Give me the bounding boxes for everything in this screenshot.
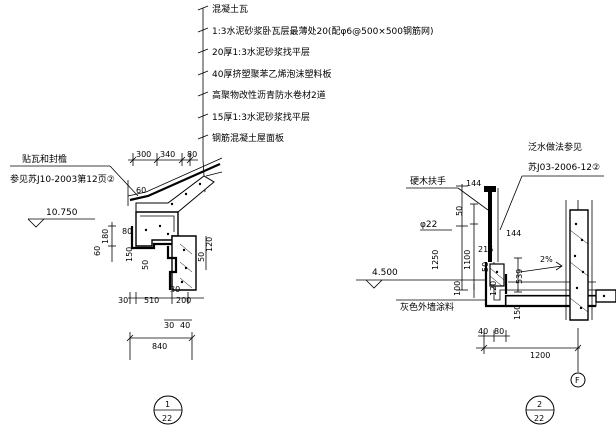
elevation-4500: 4.500 <box>372 268 398 278</box>
axis-label-f: F <box>575 376 580 385</box>
dim-60-left: 60 <box>93 246 102 256</box>
dim-50-inner: 50 <box>481 262 490 272</box>
dim-30-top-col: 30 <box>170 285 180 294</box>
detail-tag-1: 1 22 <box>153 395 183 425</box>
dim-30-bottom: 30 <box>118 296 128 305</box>
layer-label-1: 混凝土瓦 <box>212 3 248 15</box>
dim-40-lower: 40 <box>180 321 190 330</box>
exterior-wall-paint: 灰色外墙涂料 <box>400 301 454 313</box>
bottom-dimension-chain: 30 510 200 30 30 40 840 <box>118 285 204 360</box>
slope-2-percent: 2% <box>540 255 553 264</box>
dim-100: 100 <box>453 281 462 296</box>
dim-80: 80 <box>187 150 197 159</box>
grid-axis-f: F <box>570 360 586 388</box>
flashing-note-line-2: 苏J03-2006-12② <box>528 161 600 173</box>
detail-1-roof-eave: 混凝土瓦 1:3水泥砂浆卧瓦层最薄处20(配φ6@500×500钢筋网) 20厚… <box>10 3 434 425</box>
left-vertical-dims: 80 60 180 150 50 50 120 <box>93 222 214 270</box>
dim-120: 120 <box>489 281 498 296</box>
railing-vertical-dims: 144 50 φ22 1250 1100 <box>420 179 481 291</box>
layer-label-6: 15厚1:3水泥砂浆找平层 <box>212 111 310 123</box>
dim-840: 840 <box>152 342 167 351</box>
railing-diameter: φ22 <box>420 220 437 230</box>
detail-2-sheet: 22 <box>534 414 544 423</box>
eave-note-title: 贴瓦和封檐 <box>22 153 67 165</box>
railing-post <box>484 186 499 262</box>
dim-510: 510 <box>144 296 159 305</box>
elevation-10750: 10.750 <box>46 208 78 218</box>
detail-tag-2: 2 22 <box>525 395 555 425</box>
elevation-marker-10750: 10.750 <box>27 208 95 228</box>
dim-340: 340 <box>160 150 175 159</box>
dim-216: 216 <box>478 245 493 254</box>
dim-150: 150 <box>513 305 522 320</box>
dim-30-lower: 30 <box>164 321 174 330</box>
dim-50-top: 50 <box>455 206 464 216</box>
dim-50-left: 50 <box>141 260 150 270</box>
elevation-marker-4500: 4.500 100 <box>356 268 486 298</box>
detail-1-sheet: 22 <box>162 414 172 423</box>
dim-200: 200 <box>176 296 191 305</box>
dim-144-top: 144 <box>466 179 481 188</box>
layer-label-3: 20厚1:3水泥砂浆找平层 <box>212 46 310 58</box>
dim-60-top: 60 <box>136 186 146 195</box>
layer-label-4: 40厚挤塑聚苯乙烯泡沫塑料板 <box>212 68 331 80</box>
dim-40: 40 <box>478 327 488 336</box>
top-dimension-chain: 300 340 80 <box>128 150 198 166</box>
dim-150: 150 <box>125 247 134 262</box>
dim-1250: 1250 <box>431 250 440 270</box>
dim-50-right: 50 <box>197 252 206 262</box>
layer-ticks <box>197 5 209 140</box>
layer-label-7: 钢筋混凝土屋面板 <box>212 132 284 144</box>
main-wall-section <box>565 200 593 321</box>
dim-539: 539 <box>515 269 524 284</box>
layer-label-5: 高聚物改性沥青防水卷材2道 <box>212 89 326 101</box>
eave-note-reference: 参见苏J10-2003第12页② <box>10 173 115 185</box>
layer-label-2: 1:3水泥砂浆卧瓦层最薄处20(配φ6@500×500钢筋网) <box>212 25 434 37</box>
dim-144-inner: 144 <box>506 229 521 238</box>
detail-2-number: 2 <box>537 400 542 409</box>
detail-1-number: 1 <box>165 400 170 409</box>
roof-slab-section <box>127 157 223 291</box>
dim-120-right: 120 <box>205 237 214 252</box>
handrail-label: 硬木扶手 <box>410 175 446 187</box>
dim-180: 180 <box>101 229 110 244</box>
dim-300: 300 <box>136 150 151 159</box>
dim-80: 80 <box>494 327 504 336</box>
flashing-note-line-1: 泛水做法参见 <box>528 141 582 153</box>
dim-1100: 1100 <box>463 250 472 270</box>
dim-80-left: 80 <box>122 227 132 236</box>
bottom-dims-detail-2: 40 80 1200 <box>476 327 582 360</box>
detail-2-parapet: 泛水做法参见 苏J03-2006-12② 硬木扶手 144 50 φ22 125… <box>356 141 616 425</box>
dim-1200: 1200 <box>530 351 550 360</box>
